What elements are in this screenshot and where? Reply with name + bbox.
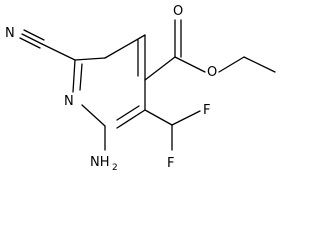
bond-cn-triple-1 [21, 33, 43, 45]
bond-c6-n1 [81, 104, 106, 127]
bond-c5-c6 [116, 109, 146, 129]
chemical-structure: N N NH 2 F F O O [5, 4, 276, 173]
bond-c-cf2 [144, 109, 173, 126]
bond-o-ethyl [218, 56, 245, 73]
atom-ring-n: N [64, 94, 74, 109]
bond-c5-c6-inner [116, 105, 140, 121]
amino-group: NH 2 [90, 125, 118, 173]
bond-n1-c2-inner [79, 63, 83, 91]
bond-cn-triple-3 [19, 37, 41, 49]
atom-ester-o: O [207, 65, 217, 80]
atom-fluorine-1: F [203, 103, 210, 118]
ethyl-ester-group: O O [144, 4, 276, 81]
atom-amino-subscript: 2 [112, 163, 118, 173]
bond-ethyl [243, 56, 276, 73]
pyridine-ring [72, 34, 146, 129]
atom-nitrile-n: N [5, 26, 15, 41]
bond-c-cn [41, 43, 76, 61]
bond-c2-c3 [104, 34, 146, 59]
bond-cn-triple-2 [23, 29, 45, 41]
difluoromethyl-group: F F [144, 103, 210, 171]
bond-cf2-f1 [171, 110, 201, 126]
atom-carbonyl-o: O [173, 4, 183, 19]
atom-amino-n: NH [90, 155, 110, 170]
nitrile-group: N [5, 26, 76, 61]
bond-c2-c1 [74, 57, 106, 61]
bond-c-ester [144, 56, 176, 81]
bond-c-ester-o [174, 56, 206, 73]
atom-fluorine-2: F [167, 156, 174, 171]
bond-n1-c2 [72, 59, 76, 93]
